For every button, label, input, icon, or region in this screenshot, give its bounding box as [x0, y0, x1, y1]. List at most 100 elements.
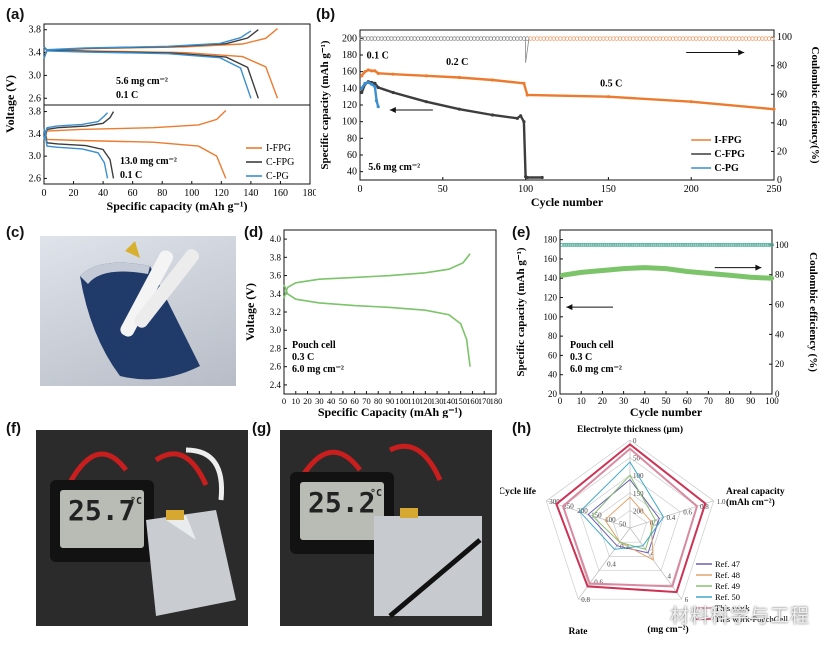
xtick-label-e: 40: [640, 396, 650, 406]
xtick-label-a: 80: [157, 188, 167, 199]
xtick-label-d: 150: [454, 396, 467, 406]
xtick-label-d: 180: [490, 396, 503, 406]
xtick-label-e: 10: [577, 396, 587, 406]
ce-marker-e: [651, 242, 656, 247]
data-point-c-fpg: [376, 85, 380, 90]
panel-label-b: (b): [316, 6, 336, 23]
ce-marker-e: [568, 242, 573, 247]
ce-marker-e: [574, 242, 579, 247]
radar-tick-label: 150: [591, 511, 602, 519]
ce-marker-e: [602, 242, 607, 247]
ce-dip-b: [525, 38, 530, 63]
ce-marker-e: [683, 242, 688, 247]
panel-label-c: (c): [6, 224, 25, 241]
ce-marker-e: [589, 242, 594, 247]
data-point-i-fpg: [522, 81, 526, 85]
ytick-label-a-bottom: 3.8: [29, 107, 42, 118]
ce-marker-e: [714, 242, 719, 247]
legend-label-b: C-FPG: [714, 149, 745, 160]
ytick-label-d: 3.8: [270, 252, 282, 262]
annotation-b-loading: 5.6 mg cm⁻²: [368, 162, 420, 173]
data-point-i-fpg: [525, 93, 529, 97]
ytick-label-e: 80: [548, 331, 558, 341]
radar-tick-label: 0.4: [607, 561, 616, 569]
radar-tick-label: 50: [619, 520, 627, 528]
ce-marker-e: [719, 242, 724, 247]
capacity-point-e: [579, 270, 584, 275]
ce-marker-e: [710, 242, 715, 247]
ce-marker-e: [721, 242, 726, 247]
ce-marker-e: [604, 242, 609, 247]
capacity-point-e: [727, 273, 732, 278]
ce-marker-e: [615, 242, 620, 247]
ce-marker-e: [687, 242, 692, 247]
annotation-d-2: 6.0 mg cm⁻²: [292, 364, 344, 375]
xtick-label-a: 60: [128, 188, 138, 199]
ytick-label-b: 40: [347, 167, 357, 178]
ce-marker-e: [702, 242, 707, 247]
capacity-point-e: [600, 268, 605, 273]
ytick-label-d: 3.2: [270, 307, 281, 317]
ce-marker-e: [636, 242, 641, 247]
y2tick-label-e: 20: [775, 359, 785, 369]
ce-marker-e: [708, 242, 713, 247]
xtick-label-d: 70: [362, 396, 371, 406]
charge-curve-c-pg: [43, 30, 252, 59]
ce-marker-e: [591, 242, 596, 247]
xtick-label-d: 130: [431, 396, 444, 406]
radar-series-ref-50: [579, 461, 665, 550]
capacity-point-e: [706, 271, 711, 276]
ce-marker-e: [572, 242, 577, 247]
xtick-label-a: 140: [243, 188, 258, 199]
data-point-c-pg: [363, 81, 367, 85]
annotation-a-bottom-rate: 0.1 C: [120, 170, 142, 181]
panel-label-d: (d): [244, 224, 264, 241]
ce-marker-e: [691, 242, 696, 247]
xtick-label-a: 100: [184, 188, 199, 199]
xlabel-d: Specific Capacity (mAh g⁻¹): [318, 405, 462, 418]
ce-marker-e: [759, 242, 764, 247]
xtick-label-d: 160: [466, 396, 479, 406]
radar-spoke: [629, 527, 683, 600]
radar-series-ref-49: [591, 474, 656, 551]
ce-marker-e: [659, 242, 664, 247]
ce-marker-b: [770, 36, 775, 41]
y2tick-label-e: 40: [775, 329, 785, 339]
ce-marker-e: [581, 242, 586, 247]
xtick-label-d: 170: [478, 396, 491, 406]
radar-tick-label: 0.8: [581, 596, 590, 604]
ce-marker-e: [585, 242, 590, 247]
y2tick-label-b: 40: [777, 118, 787, 129]
ce-marker-e: [634, 242, 639, 247]
radar-tick-label: 300: [549, 498, 560, 506]
xtick-label-d: 20: [303, 396, 312, 406]
ytick-label-a-bottom: 3.0: [29, 151, 42, 162]
ce-marker-e: [695, 242, 700, 247]
arrowhead-right-b: [738, 49, 745, 56]
ce-marker-e: [583, 242, 588, 247]
ce-marker-e: [638, 242, 643, 247]
radar-tick-label: 0.4: [666, 514, 675, 522]
xtick-label-e: 70: [704, 396, 714, 406]
ce-marker-e: [598, 242, 603, 247]
xtick-label-b: 200: [684, 184, 699, 195]
xtick-label-e: 50: [662, 396, 672, 406]
ce-marker-e: [640, 242, 645, 247]
radar-legend-label: This work: [715, 603, 750, 613]
annotation-b-05c: 0.5 C: [600, 79, 622, 90]
ce-marker-e: [560, 242, 565, 247]
xtick-label-e: 60: [683, 396, 693, 406]
radar-tick-label: 0.2: [620, 543, 629, 551]
radar-legend-label: This work-PouchCell: [715, 614, 789, 624]
ce-marker-e: [746, 242, 751, 247]
ce-marker-e: [632, 242, 637, 247]
charge-curve-d: [283, 253, 471, 299]
radar-legend-label: Ref. 49: [715, 581, 740, 591]
ce-marker-e: [647, 242, 652, 247]
ce-marker-e: [729, 242, 734, 247]
ce-marker-e: [755, 242, 760, 247]
ce-marker-e: [655, 242, 660, 247]
ytick-label-b: 180: [342, 50, 357, 61]
